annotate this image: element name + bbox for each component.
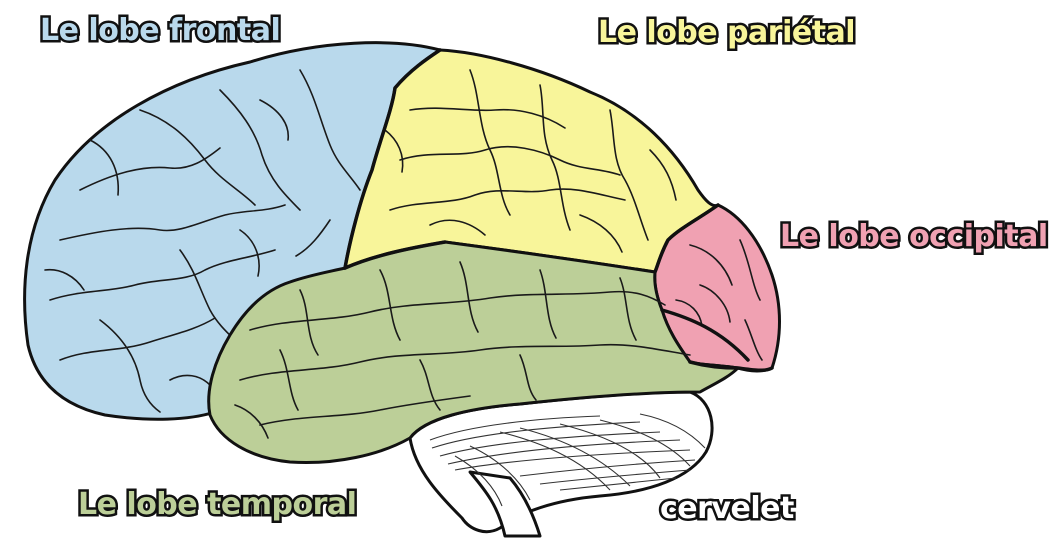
parietal-lobe-label: Le lobe pariétal <box>598 18 855 48</box>
temporal-lobe-label: Le lobe temporal <box>78 490 356 520</box>
occipital-lobe-label: Le lobe occipital <box>780 222 1048 252</box>
frontal-lobe-label: Le lobe frontal <box>40 16 280 46</box>
cerebellum-label: cervelet <box>660 494 794 524</box>
